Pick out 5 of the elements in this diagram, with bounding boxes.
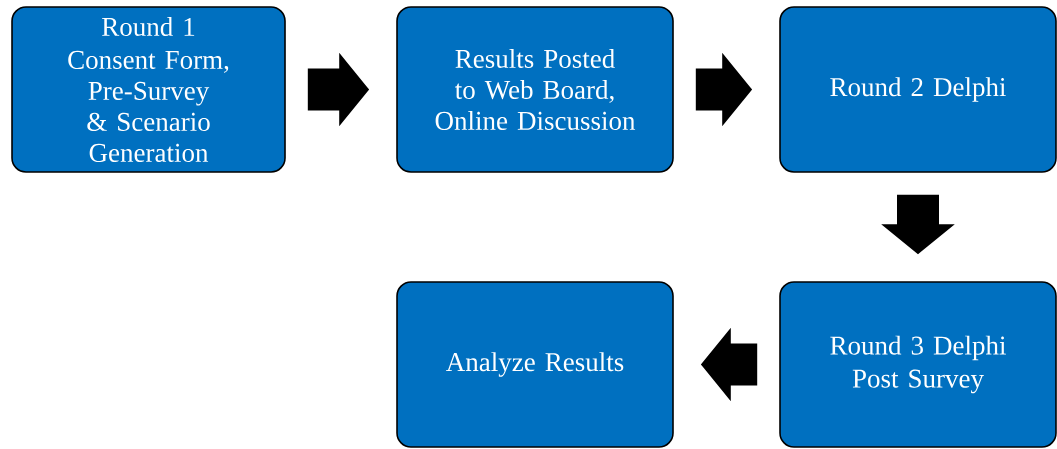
process-box: Round 1 Consent Form, Pre-Survey & Scenario Generation bbox=[11, 6, 286, 173]
process-box: Round 3 Delphi Post Survey bbox=[779, 281, 1057, 448]
process-box: Round 2 Delphi bbox=[779, 6, 1057, 173]
process-box: Analyze Results bbox=[396, 281, 674, 448]
process-box: Results Posted to Web Board, Online Discussion bbox=[396, 6, 674, 173]
